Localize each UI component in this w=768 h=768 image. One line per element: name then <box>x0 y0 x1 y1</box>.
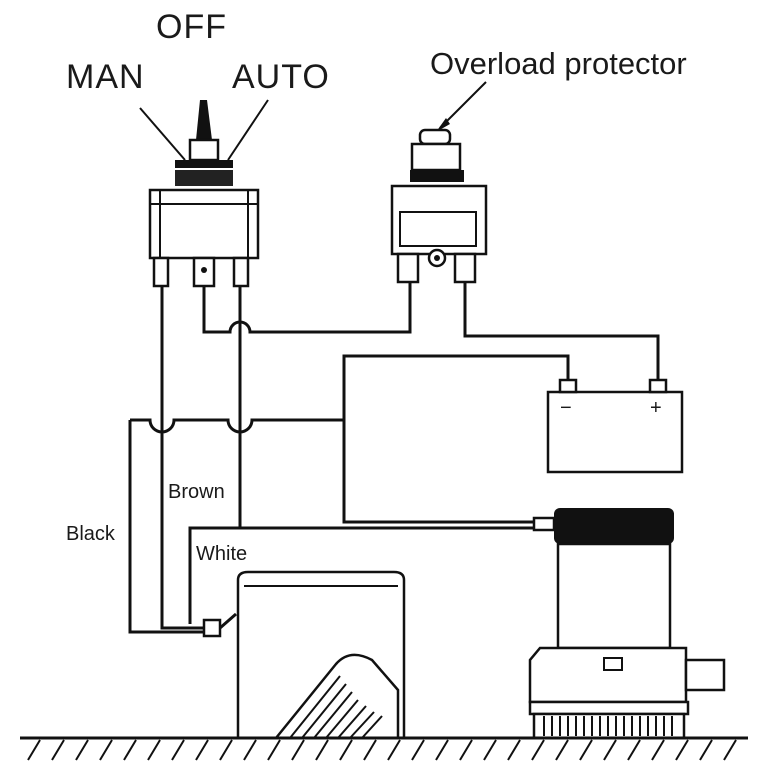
wires <box>128 282 660 634</box>
label-overload-protector: Overload protector <box>430 46 687 81</box>
wire-ground-bus <box>130 418 344 434</box>
wire-black <box>128 420 205 634</box>
label-brown-wire: Brown <box>168 481 225 503</box>
leader-man <box>139 107 186 161</box>
overload-protector <box>390 128 488 284</box>
bilge-pump <box>528 508 726 740</box>
float-switch <box>202 570 406 740</box>
wire-negative-to-pump <box>342 420 536 524</box>
wire-switch-to-protector <box>202 282 412 334</box>
label-man: MAN <box>66 58 145 96</box>
ground-line <box>20 736 748 761</box>
leader-auto <box>227 99 269 161</box>
leader-arrowhead <box>436 118 450 132</box>
battery: − + <box>546 378 684 474</box>
wire-brown <box>160 286 205 630</box>
label-auto: AUTO <box>232 58 330 96</box>
battery-negative-mark: − <box>560 397 572 419</box>
label-off: OFF <box>156 8 227 46</box>
wire-protector-to-battery-positive <box>463 282 660 380</box>
label-white-wire: White <box>196 543 247 565</box>
wire-battery-negative <box>342 354 570 420</box>
toggle-switch <box>148 100 260 288</box>
leader-protector <box>439 81 487 129</box>
label-black-wire: Black <box>66 523 116 545</box>
wire-white <box>188 526 536 624</box>
battery-positive-mark: + <box>650 397 662 419</box>
